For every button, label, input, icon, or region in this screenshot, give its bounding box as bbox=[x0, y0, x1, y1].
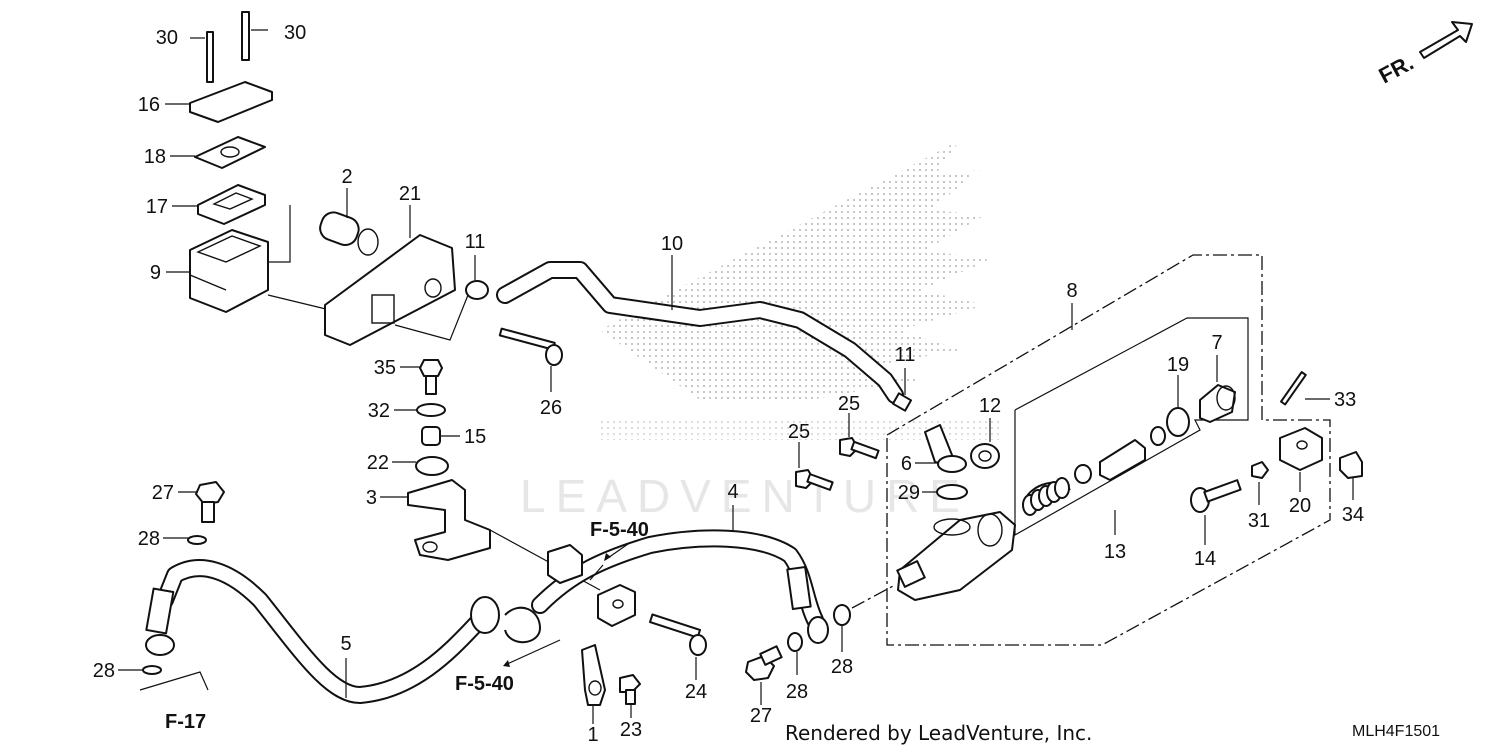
part-7-boot bbox=[1199, 355, 1236, 423]
callout-14: 14 bbox=[1194, 548, 1216, 570]
callout-19: 19 bbox=[1167, 354, 1189, 376]
section-ref-f-5-40: F-5-40 bbox=[455, 673, 514, 695]
callout-3: 3 bbox=[366, 487, 377, 509]
section-references: F-5-40 F-5-40 F-17 bbox=[165, 519, 649, 733]
callout-labels: 30 30 16 18 17 9 2 21 11 10 11 8 7 19 33… bbox=[93, 22, 1364, 746]
callout-4: 4 bbox=[727, 481, 738, 503]
part-5-brake-hose bbox=[145, 559, 541, 704]
callout-18: 18 bbox=[144, 146, 166, 168]
part-33-pin bbox=[1280, 371, 1330, 406]
part-14-bolt bbox=[1190, 479, 1242, 545]
callout-25: 25 bbox=[788, 421, 810, 443]
diagram-code: MLH4F1501 bbox=[1352, 723, 1440, 740]
callout-33: 33 bbox=[1334, 389, 1356, 411]
callout-27: 27 bbox=[152, 482, 174, 504]
callout-12: 12 bbox=[979, 395, 1001, 417]
section-ref-f-5-40: F-5-40 bbox=[590, 519, 649, 541]
part-26-bolt bbox=[498, 327, 563, 392]
part-9-reservoir bbox=[166, 205, 331, 313]
part-30-screws bbox=[190, 11, 268, 83]
part-28-seal-lower-right bbox=[833, 584, 896, 652]
callout-28: 28 bbox=[138, 528, 160, 550]
wing-emblem-watermark bbox=[600, 140, 1000, 440]
front-direction-label: FR. bbox=[1375, 50, 1418, 89]
part-21-guard bbox=[324, 205, 471, 346]
callout-15: 15 bbox=[464, 426, 486, 448]
callout-9: 9 bbox=[150, 262, 161, 284]
callout-7: 7 bbox=[1211, 332, 1222, 354]
part-28-seal-lower-mid bbox=[787, 632, 803, 675]
part-2-clip bbox=[319, 188, 379, 256]
front-direction-arrow-icon bbox=[1419, 21, 1473, 59]
callout-28: 28 bbox=[93, 660, 115, 682]
f17-pointer bbox=[139, 671, 209, 691]
part-4-brake-hose bbox=[531, 505, 829, 644]
part-22-grommet bbox=[392, 456, 449, 476]
master-cylinder-body bbox=[896, 511, 1016, 601]
part-28-seal-upper bbox=[163, 535, 207, 545]
part-28-seal-lower-left bbox=[118, 665, 162, 675]
callout-28: 28 bbox=[786, 681, 808, 703]
part-1-clamp bbox=[581, 644, 606, 724]
part-10-reservoir-hose bbox=[496, 255, 904, 404]
part-13-piston-set bbox=[1014, 317, 1249, 537]
part-15-collar bbox=[421, 426, 460, 446]
part-27-banjo-bolt-upper bbox=[178, 481, 225, 523]
callout-20: 20 bbox=[1289, 495, 1311, 517]
callout-17: 17 bbox=[146, 196, 168, 218]
callout-28: 28 bbox=[831, 656, 853, 678]
part-11-hose-clamp-lower bbox=[891, 368, 913, 412]
callout-10: 10 bbox=[661, 233, 683, 255]
part-18-plate bbox=[170, 136, 266, 169]
part-20-clevis bbox=[1279, 427, 1323, 492]
part-8-kit-outline bbox=[886, 254, 1331, 646]
part-27-banjo-bolt-lower bbox=[745, 645, 783, 705]
part-24-bolt bbox=[648, 613, 707, 680]
callout-13: 13 bbox=[1104, 541, 1126, 563]
callout-23: 23 bbox=[620, 719, 642, 741]
part-25-bolt-upper bbox=[839, 413, 880, 460]
part-25-bolt-lower bbox=[795, 442, 834, 491]
credit-text: Rendered by LeadVenture, Inc. bbox=[785, 721, 1092, 745]
callout-35: 35 bbox=[374, 357, 396, 379]
part-19-circlip bbox=[1166, 375, 1190, 437]
callout-11: 11 bbox=[465, 231, 486, 253]
part-32-washer bbox=[394, 403, 446, 417]
section-ref-f-17: F-17 bbox=[165, 711, 206, 733]
part-17-diaphragm bbox=[172, 184, 266, 225]
part-6-elbow-joint bbox=[915, 424, 967, 473]
callout-26: 26 bbox=[540, 397, 562, 419]
part-29-o-ring bbox=[922, 484, 968, 500]
callout-8: 8 bbox=[1066, 280, 1077, 302]
callout-2: 2 bbox=[341, 166, 352, 188]
callout-25: 25 bbox=[838, 393, 860, 415]
callout-29: 29 bbox=[898, 482, 920, 504]
callout-16: 16 bbox=[138, 94, 160, 116]
callout-34: 34 bbox=[1342, 504, 1364, 526]
callout-22: 22 bbox=[367, 452, 389, 474]
callout-1: 1 bbox=[587, 724, 598, 746]
callout-32: 32 bbox=[368, 400, 390, 422]
part-12-clip bbox=[970, 418, 1000, 469]
callout-31: 31 bbox=[1248, 510, 1270, 532]
part-hose-joint-block bbox=[547, 544, 636, 627]
part-34-clip bbox=[1339, 451, 1363, 500]
part-31-nut bbox=[1251, 461, 1269, 505]
callout-5: 5 bbox=[340, 633, 351, 655]
callout-30: 30 bbox=[156, 27, 178, 49]
callout-30: 30 bbox=[284, 22, 306, 44]
part-11-hose-clamp-upper bbox=[465, 255, 489, 300]
part-23-bolt bbox=[619, 674, 641, 718]
callout-11: 11 bbox=[895, 344, 916, 366]
part-16-cover bbox=[165, 81, 273, 123]
callout-6: 6 bbox=[901, 453, 912, 475]
callout-27: 27 bbox=[750, 705, 772, 727]
callout-21: 21 bbox=[399, 183, 421, 205]
part-35-bolt bbox=[400, 359, 443, 395]
callout-24: 24 bbox=[685, 681, 707, 703]
